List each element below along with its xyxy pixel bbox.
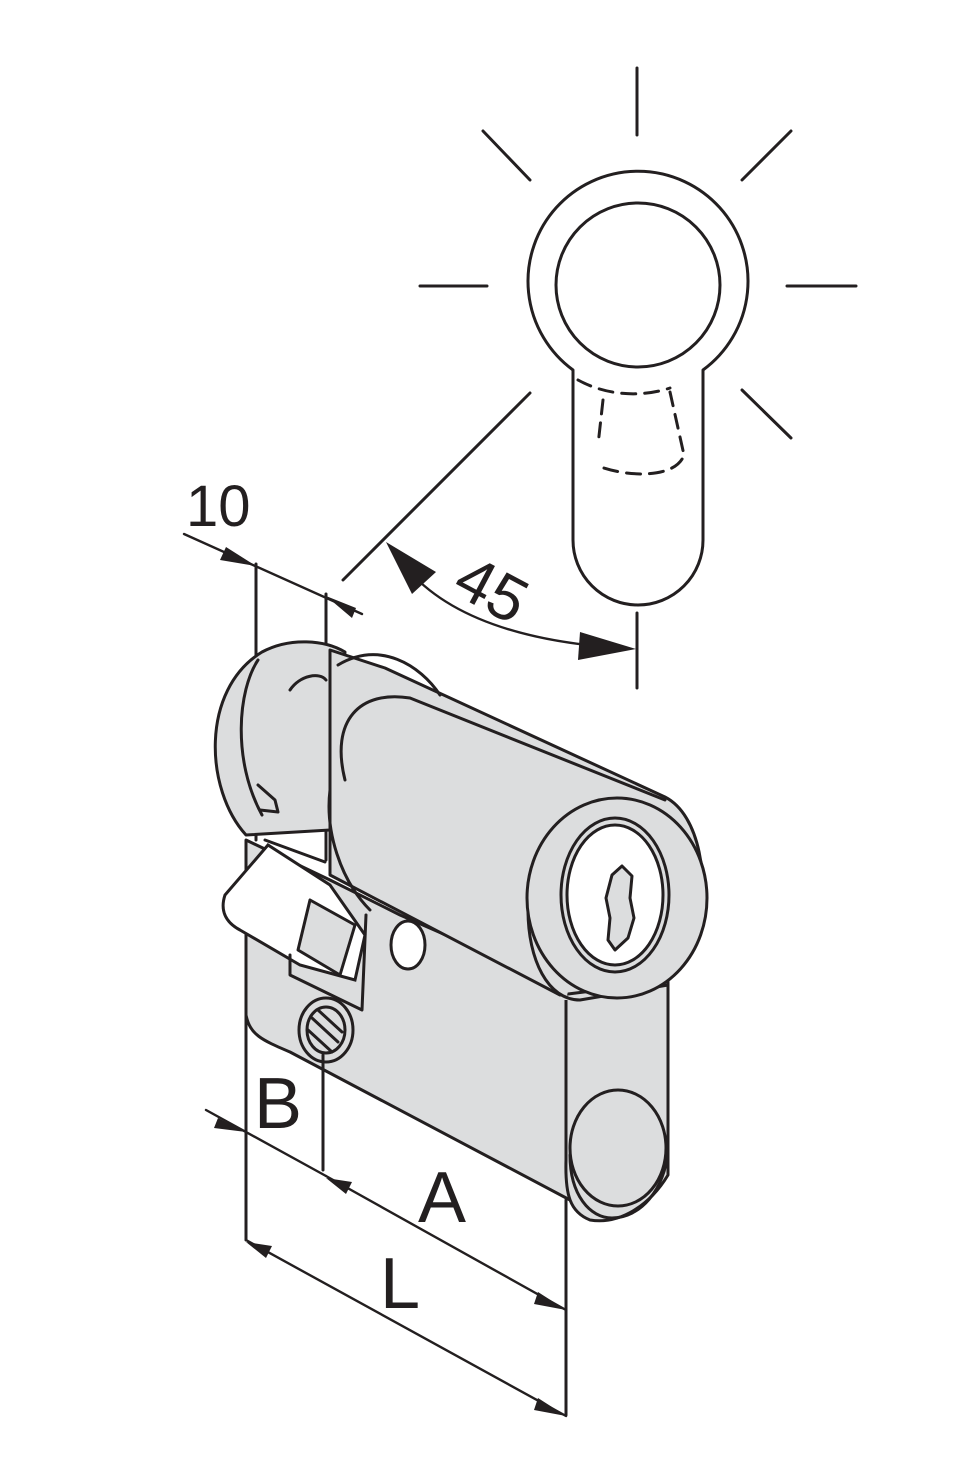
angle-arrowhead-start (386, 542, 436, 594)
front-cap (213, 640, 347, 837)
angle-label: 45 (443, 541, 540, 638)
b-label: B (254, 1064, 302, 1144)
l-arrowhead-start (246, 1242, 272, 1258)
keyhole-rotation-indicator (418, 66, 858, 607)
a-label: A (418, 1158, 466, 1238)
thickness-arrowhead-right (326, 596, 356, 618)
l-arrowhead-end (534, 1398, 566, 1416)
a-arrowhead-start (326, 1178, 352, 1194)
cylinder-body (213, 640, 709, 1223)
screw-end (568, 1088, 668, 1208)
angle-dimension: 45 (341, 391, 639, 690)
thickness-arrowhead-left (220, 547, 256, 566)
length-dimensions: B A L (204, 1008, 568, 1418)
l-label: L (380, 1244, 420, 1324)
b-arrowhead (214, 1118, 246, 1132)
mounting-hole (389, 919, 427, 971)
thickness-label: 10 (186, 474, 251, 539)
a-arrowhead-end (534, 1292, 566, 1310)
angle-arrowhead-end (578, 632, 636, 660)
end-face-ring (559, 816, 671, 974)
keyway (604, 864, 636, 952)
